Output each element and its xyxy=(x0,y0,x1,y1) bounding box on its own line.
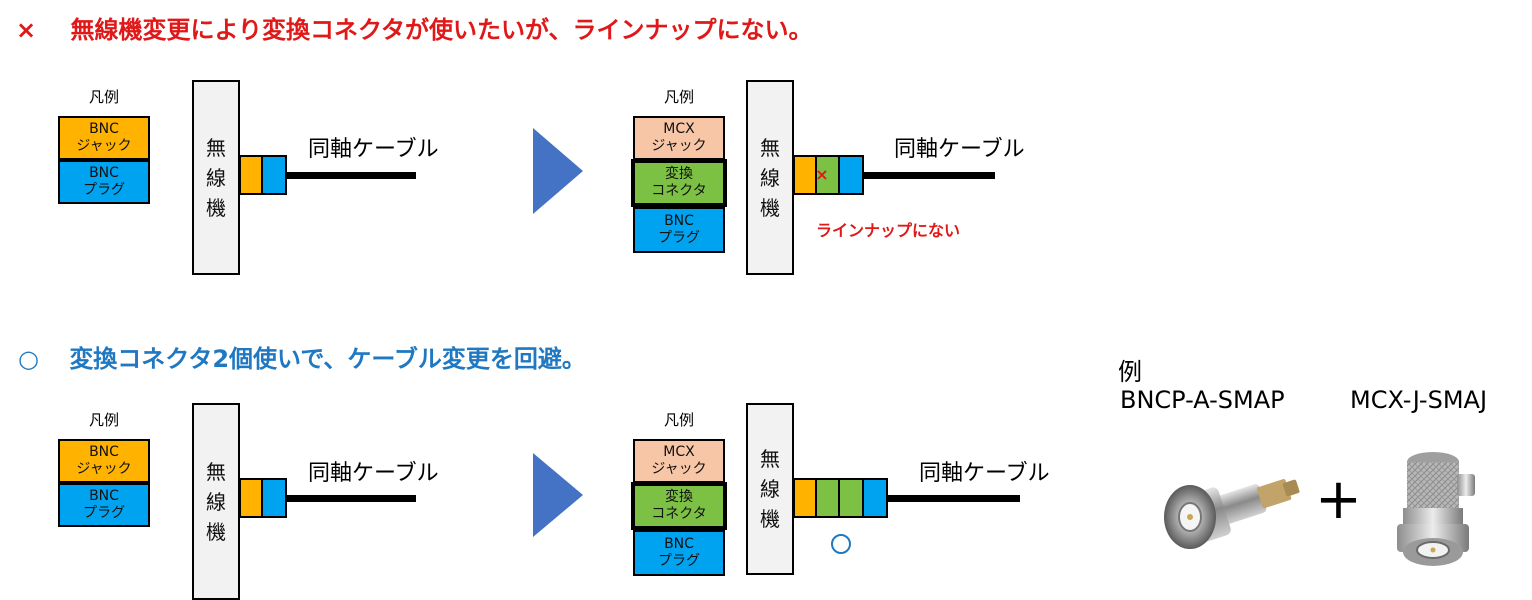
bnc-sma-adapter-image xyxy=(1164,478,1300,549)
coax-cable xyxy=(863,172,995,179)
adapter-connector xyxy=(815,155,840,195)
legend-bnc-plug: BNC プラグ xyxy=(58,483,150,527)
plus-icon: + xyxy=(1315,467,1362,532)
section2-heading: ○ 変換コネクタ2個使いで、ケーブル変更を回避。 xyxy=(18,339,586,374)
circle-mark-icon: ○ xyxy=(18,345,39,373)
legend-bnc-jack: BNC ジャック xyxy=(58,439,150,483)
legend-mcx-jack: MCX ジャック xyxy=(633,439,725,483)
legend-adapter: 変換 コネクタ xyxy=(631,159,727,207)
bnc-jack-connector xyxy=(239,478,263,518)
radio-unit: 無 線 機 xyxy=(746,403,794,575)
legend-adapter: 変換 コネクタ xyxy=(631,482,727,530)
cable-label: 同軸ケーブル xyxy=(919,461,1050,486)
legend-title: 凡例 xyxy=(88,88,119,106)
legend-bnc-plug: BNC プラグ xyxy=(58,160,150,204)
radio-unit: 無 線 機 xyxy=(192,403,240,600)
cross-mark-icon: × xyxy=(815,165,829,184)
cable-label: 同軸ケーブル xyxy=(894,137,1025,162)
section2-heading-text: 変換コネクタ2個使いで、ケーブル変更を回避。 xyxy=(69,345,586,373)
section1-heading-text: 無線機変更により変換コネクタが使いたいが、ラインナップにない。 xyxy=(70,16,813,44)
example-label: 例 xyxy=(1118,358,1142,386)
legend-title: 凡例 xyxy=(663,88,694,106)
coax-cable xyxy=(887,495,1020,502)
cable-label: 同軸ケーブル xyxy=(308,137,439,162)
bnc-plug-connector xyxy=(261,155,287,195)
coax-cable xyxy=(286,172,416,179)
not-in-lineup-note: ラインナップにない xyxy=(816,221,961,240)
circle-mark-icon xyxy=(831,534,851,554)
cross-mark-icon: × xyxy=(16,16,37,44)
adapter-connector xyxy=(838,478,864,518)
legend-bnc-plug: BNC プラグ xyxy=(633,207,725,253)
product-name-bncp-a-smap: BNCP-A-SMAP xyxy=(1120,386,1285,414)
bnc-plug-connector xyxy=(838,155,864,195)
legend-bnc-plug: BNC プラグ xyxy=(633,530,725,576)
right-arrow-icon xyxy=(533,453,583,537)
bnc-plug-connector xyxy=(261,478,287,518)
mcx-sma-adapter-image xyxy=(1397,452,1475,566)
cable-label: 同軸ケーブル xyxy=(308,461,439,486)
radio-unit: 無 線 機 xyxy=(192,80,240,275)
bnc-plug-connector xyxy=(862,478,888,518)
legend-title: 凡例 xyxy=(663,411,694,429)
radio-unit: 無 線 機 xyxy=(746,80,794,275)
section1-heading: × 無線機変更により変換コネクタが使いたいが、ラインナップにない。 xyxy=(16,10,813,45)
legend-bnc-jack: BNC ジャック xyxy=(58,116,150,160)
mcx-jack-connector xyxy=(793,155,817,195)
mcx-jack-connector xyxy=(793,478,817,518)
coax-cable xyxy=(286,495,416,502)
right-arrow-icon xyxy=(533,128,583,214)
adapter-connector xyxy=(815,478,840,518)
bnc-jack-connector xyxy=(239,155,263,195)
legend-title: 凡例 xyxy=(88,411,119,429)
legend-mcx-jack: MCX ジャック xyxy=(633,116,725,160)
product-name-mcx-j-smaj: MCX-J-SMAJ xyxy=(1350,386,1488,414)
